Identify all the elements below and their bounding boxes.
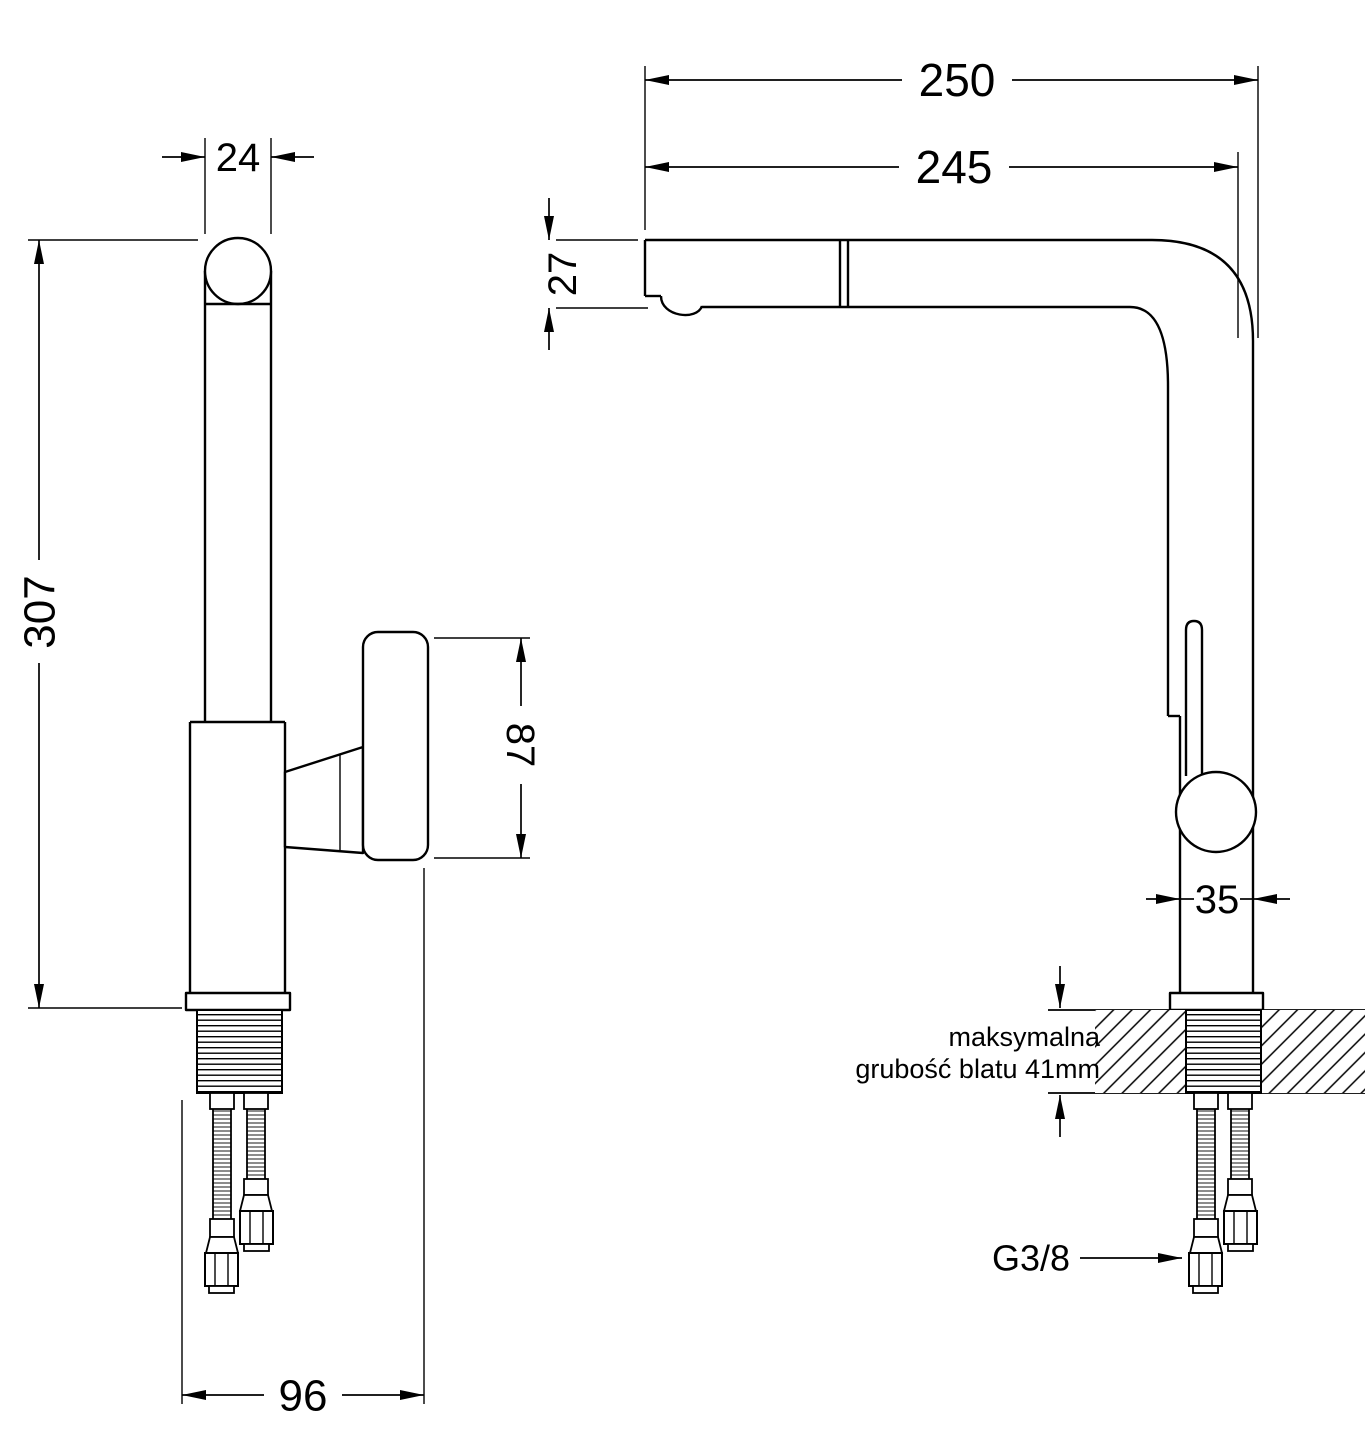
spout-outlet-face [203,236,273,306]
threaded-shank [196,1009,283,1094]
spout-aerator [659,295,704,317]
lever-rod [1184,619,1204,776]
dimension-spout-head-height: 27 [541,198,648,350]
faucet-side-view: 24 307 87 96 [15,136,542,1420]
thread-size-callout: G3/8 [992,1238,1182,1279]
countertop-note-line1: maksymalna [948,1022,1101,1052]
thread-size-label: G3/8 [992,1238,1070,1279]
dimension-base-depth: 96 [181,868,425,1420]
countertop-thickness-annotation: maksymalna grubość blatu 41mm [855,966,1101,1137]
lever-handle-side [361,630,430,862]
countertop-note-line2: grubość blatu 41mm [855,1054,1100,1084]
dimension-handle-height: 87 [434,637,542,859]
dim-label-250: 250 [919,54,996,106]
dimension-total-reach: 250 [644,54,1259,338]
threaded-shank-front [1185,1009,1262,1094]
dim-label-245: 245 [916,141,993,193]
base-flange-front [1168,991,1265,1012]
dimension-spout-reach: 245 [645,141,1239,338]
countertop-section [1048,1009,1365,1094]
base-flange [184,991,292,1012]
dim-label-35: 35 [1195,878,1240,922]
dim-label-307: 307 [15,575,64,648]
lever-mount [283,745,365,855]
dimension-total-height: 307 [15,239,198,1009]
dim-label-87: 87 [498,723,542,768]
dim-label-24: 24 [216,136,261,180]
faucet-front-view: 250 245 27 35 maksyma [541,54,1365,1294]
dimension-body-width: 35 [1146,878,1290,922]
dim-label-27: 27 [541,252,585,297]
dim-label-96: 96 [279,1371,328,1420]
lever-ball-joint [1174,770,1258,854]
dimension-spout-width: 24 [162,136,314,234]
